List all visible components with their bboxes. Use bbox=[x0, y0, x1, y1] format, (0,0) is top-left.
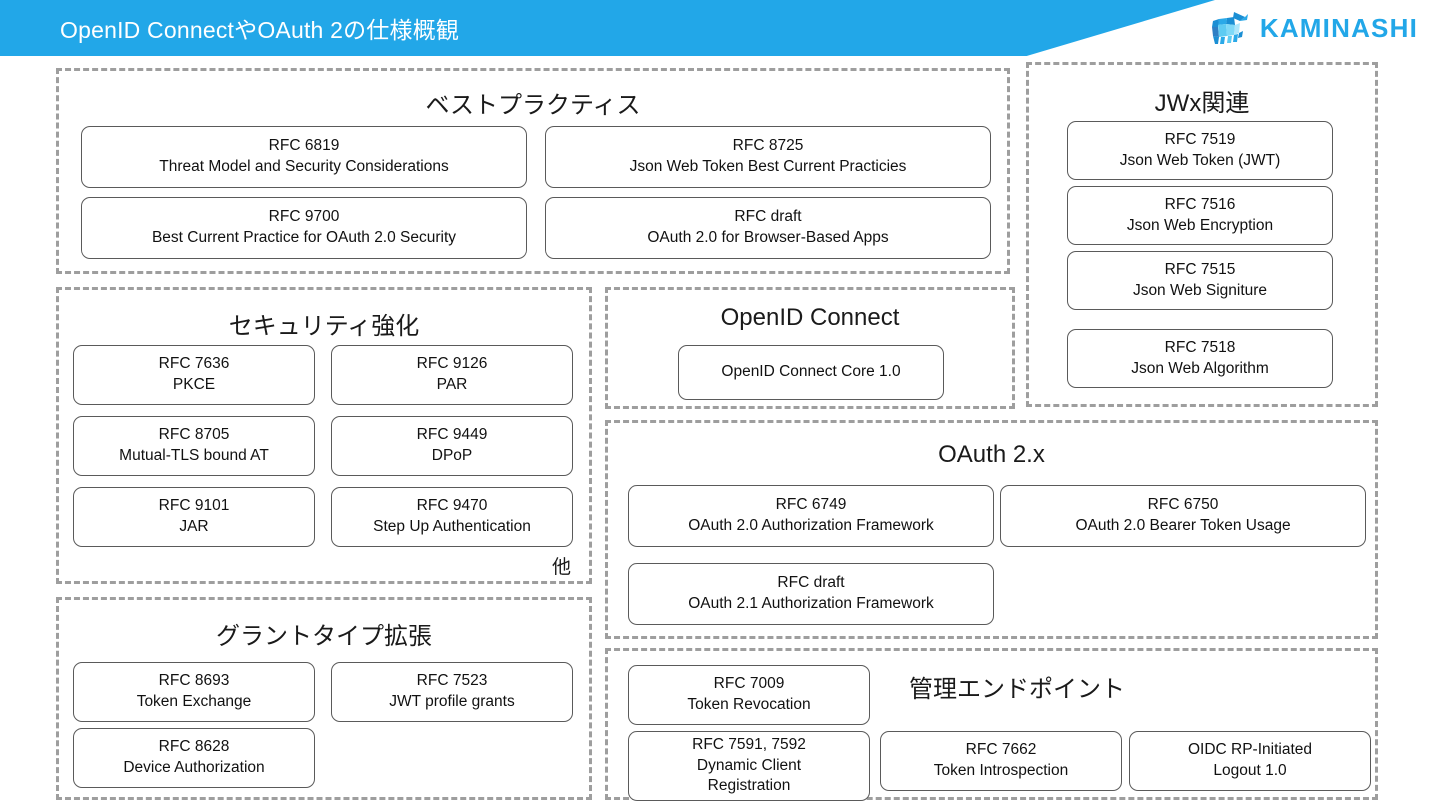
rfc-box[interactable]: RFC 7009 Token Revocation bbox=[628, 665, 870, 725]
rfc-box[interactable]: RFC 6749 OAuth 2.0 Authorization Framewo… bbox=[628, 485, 994, 547]
rfc-title: OAuth 2.0 for Browser-Based Apps bbox=[647, 229, 889, 246]
rfc-box[interactable]: RFC 7518 Json Web Algorithm bbox=[1067, 329, 1333, 388]
section-jwx: JWx関連 RFC 7519 Json Web Token (JWT) RFC … bbox=[1026, 62, 1378, 407]
rfc-box[interactable]: RFC 7636 PKCE bbox=[73, 345, 315, 405]
rfc-box[interactable]: RFC 7515 Json Web Signiture bbox=[1067, 251, 1333, 310]
rfc-box[interactable]: RFC 7662 Token Introspection bbox=[880, 731, 1122, 791]
rfc-id: RFC 6749 bbox=[775, 496, 847, 514]
section-openid-connect: OpenID Connect OpenID Connect Core 1.0 bbox=[605, 287, 1015, 409]
rfc-title: Dynamic Client bbox=[696, 756, 802, 774]
rfc-id: RFC 9700 bbox=[268, 208, 340, 226]
rfc-box[interactable]: RFC 8705 Mutual-TLS bound AT bbox=[73, 416, 315, 476]
rfc-title: JAR bbox=[179, 518, 209, 535]
rfc-title: Step Up Authentication bbox=[373, 518, 531, 535]
page-title: OpenID ConnectやOAuth 2の仕様概観 bbox=[60, 17, 460, 43]
rfc-id: RFC 6819 bbox=[268, 137, 340, 155]
rfc-title: OAuth 2.1 Authorization Framework bbox=[688, 595, 934, 612]
rfc-box[interactable]: RFC 7519 Json Web Token (JWT) bbox=[1067, 121, 1333, 180]
rfc-title: Token Introspection bbox=[933, 762, 1069, 779]
rfc-id: RFC 7515 bbox=[1164, 260, 1236, 278]
rfc-box[interactable]: RFC draft OAuth 2.0 for Browser-Based Ap… bbox=[545, 197, 991, 259]
section-title-security: セキュリティ強化 bbox=[228, 313, 420, 340]
rfc-id: RFC 9101 bbox=[158, 497, 230, 515]
rfc-id: RFC draft bbox=[734, 208, 802, 226]
rfc-id: RFC 9449 bbox=[416, 426, 488, 444]
security-more-note: 他 bbox=[551, 557, 571, 578]
section-grant-types: グラントタイプ拡張 RFC 8693 Token Exchange RFC 75… bbox=[56, 597, 592, 800]
rfc-box[interactable]: RFC 7523 JWT profile grants bbox=[331, 662, 573, 722]
rfc-box[interactable]: OpenID Connect Core 1.0 bbox=[678, 345, 944, 400]
rfc-box[interactable]: RFC 9449 DPoP bbox=[331, 416, 573, 476]
section-best-practices: ベストプラクティス RFC 6819 Threat Model and Secu… bbox=[56, 68, 1010, 274]
rfc-title: Json Web Algorithm bbox=[1131, 359, 1269, 377]
rfc-id: RFC 6750 bbox=[1147, 496, 1219, 514]
rfc-box[interactable]: OIDC RP-Initiated Logout 1.0 bbox=[1129, 731, 1371, 791]
rfc-box[interactable]: RFC 8628 Device Authorization bbox=[73, 728, 315, 788]
rfc-id: RFC draft bbox=[777, 574, 845, 592]
rfc-id: RFC 8693 bbox=[158, 672, 230, 690]
rfc-id: RFC 7591, 7592 bbox=[692, 736, 806, 754]
rfc-title: Json Web Token (JWT) bbox=[1119, 151, 1281, 169]
section-title-best-practices: ベストプラクティス bbox=[425, 92, 641, 119]
rfc-id: OIDC RP-Initiated bbox=[1187, 741, 1313, 759]
rfc-box[interactable]: RFC draft OAuth 2.1 Authorization Framew… bbox=[628, 563, 994, 625]
rfc-id: RFC 8705 bbox=[158, 426, 230, 444]
rfc-id: RFC 7662 bbox=[965, 741, 1037, 759]
rfc-title: Token Revocation bbox=[687, 696, 811, 713]
rfc-id: RFC 8628 bbox=[158, 738, 230, 756]
rfc-box[interactable]: RFC 9470 Step Up Authentication bbox=[331, 487, 573, 547]
rfc-box[interactable]: RFC 9126 PAR bbox=[331, 345, 573, 405]
rfc-title: JWT profile grants bbox=[389, 693, 515, 710]
rfc-title: OAuth 2.0 Bearer Token Usage bbox=[1075, 517, 1291, 534]
rfc-box[interactable]: RFC 9101 JAR bbox=[73, 487, 315, 547]
rfc-title: Logout 1.0 bbox=[1213, 762, 1287, 779]
rfc-id: RFC 7523 bbox=[416, 672, 488, 690]
rfc-title: OAuth 2.0 Authorization Framework bbox=[688, 517, 934, 534]
section-title-jwx: JWx関連 bbox=[1154, 90, 1250, 117]
rfc-box[interactable]: RFC 9700 Best Current Practice for OAuth… bbox=[81, 197, 527, 259]
section-title-grant-types: グラントタイプ拡張 bbox=[216, 623, 432, 650]
rfc-id: RFC 8725 bbox=[732, 137, 804, 155]
rfc-box[interactable]: RFC 6819 Threat Model and Security Consi… bbox=[81, 126, 527, 188]
rfc-id: RFC 9126 bbox=[416, 355, 488, 373]
rfc-box[interactable]: RFC 7516 Json Web Encryption bbox=[1067, 186, 1333, 245]
rfc-title: Best Current Practice for OAuth 2.0 Secu… bbox=[151, 229, 457, 246]
rfc-id: RFC 9470 bbox=[416, 497, 488, 515]
rfc-id: RFC 7516 bbox=[1164, 195, 1236, 213]
rfc-box[interactable]: RFC 8693 Token Exchange bbox=[73, 662, 315, 722]
rfc-id: RFC 7009 bbox=[713, 675, 785, 693]
rfc-title: Json Web Token Best Current Practicies bbox=[629, 158, 907, 175]
goat-icon bbox=[1211, 12, 1248, 44]
rfc-title: Json Web Signiture bbox=[1132, 281, 1268, 299]
header-blue-band bbox=[0, 0, 1215, 56]
rfc-title: Threat Model and Security Considerations bbox=[159, 158, 449, 175]
rfc-title-cont: Registration bbox=[707, 777, 791, 795]
slide-header: OpenID ConnectやOAuth 2の仕様概観 KAMINASHI bbox=[0, 0, 1440, 56]
rfc-id: RFC 7518 bbox=[1164, 338, 1236, 356]
section-title-admin-endpoints: 管理エンドポイント bbox=[909, 676, 1125, 703]
rfc-box[interactable]: RFC 8725 Json Web Token Best Current Pra… bbox=[545, 126, 991, 188]
section-title-oauth2x: OAuth 2.x bbox=[938, 441, 1045, 468]
rfc-title: PKCE bbox=[172, 376, 216, 393]
rfc-id: RFC 7636 bbox=[158, 355, 230, 373]
rfc-title: Json Web Encryption bbox=[1126, 216, 1274, 234]
kaminashi-logo: KAMINASHI bbox=[1207, 10, 1418, 46]
rfc-title: OpenID Connect Core 1.0 bbox=[721, 363, 901, 381]
rfc-title: Token Exchange bbox=[136, 693, 252, 710]
rfc-title: PAR bbox=[436, 376, 468, 393]
section-admin-endpoints: 管理エンドポイント RFC 7009 Token Revocation RFC … bbox=[605, 648, 1378, 801]
rfc-title: DPoP bbox=[431, 447, 473, 464]
section-oauth2x: OAuth 2.x RFC 6749 OAuth 2.0 Authorizati… bbox=[605, 420, 1378, 639]
brand-name: KAMINASHI bbox=[1259, 13, 1418, 43]
rfc-box[interactable]: RFC 7591, 7592 Dynamic Client Registrati… bbox=[628, 731, 870, 801]
rfc-id: RFC 7519 bbox=[1164, 130, 1236, 148]
section-title-openid-connect: OpenID Connect bbox=[720, 304, 900, 331]
section-security: セキュリティ強化 RFC 7636 PKCE RFC 9126 PAR RFC … bbox=[56, 287, 592, 584]
rfc-title: Mutual-TLS bound AT bbox=[119, 447, 269, 464]
rfc-title: Device Authorization bbox=[123, 759, 265, 776]
rfc-box[interactable]: RFC 6750 OAuth 2.0 Bearer Token Usage bbox=[1000, 485, 1366, 547]
